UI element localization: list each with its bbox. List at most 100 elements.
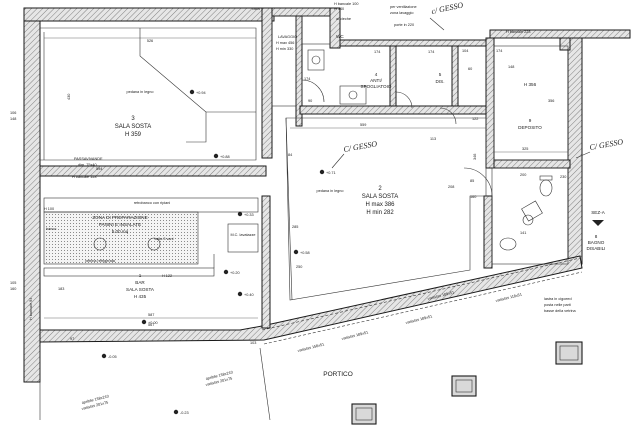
elevation-markers: +0.94 +0.88 +0.71 +0.33 +0.20 +0.40 +0.5…: [101, 89, 336, 415]
dim-174c: 174: [304, 77, 310, 81]
room-8: 8 BAGNO DISABILI SEZ-A 200 85: [463, 167, 606, 265]
portico: PORTICO: [39, 341, 583, 425]
dim-174a: 174: [374, 50, 380, 54]
dim-122: 122: [472, 117, 478, 121]
dim-346: 346: [473, 154, 477, 160]
svg-text:-0.23: -0.23: [180, 411, 189, 415]
elevation-e033: +0.33: [237, 211, 254, 217]
room-2-hmin: H min 282: [366, 210, 394, 216]
elevation-e058: +0.58: [293, 249, 310, 255]
dim-104: 104: [462, 49, 468, 53]
dim-84: 84: [288, 153, 292, 157]
dim-97: 97: [70, 337, 74, 341]
column: [555, 341, 583, 365]
dim-594: 594: [96, 167, 102, 171]
dim-160b: 160: [470, 195, 476, 199]
dim-90: 90: [308, 99, 312, 103]
passavivande-dim: dim. 75x40: [78, 163, 97, 167]
svg-text:+0.94: +0.94: [196, 91, 206, 95]
room-5: 5 DIS.: [436, 72, 457, 125]
banco-lavaggio-label: H bancale 100: [334, 2, 359, 6]
room-2-hmax: H max 386: [365, 202, 395, 208]
h100-label: H 100: [44, 207, 54, 211]
elevation-e071: +0.71: [319, 169, 336, 175]
dim-559: 559: [360, 123, 366, 127]
dim-85: 85: [470, 179, 474, 183]
zona-line2: PANINI E INSALATE: [99, 222, 141, 227]
note-cgesso-mid: C/ GESSO: [343, 139, 378, 154]
opening-6: vasistas 189x51: [341, 331, 368, 341]
dim-60: 60: [468, 67, 472, 71]
column: [451, 375, 477, 397]
lavaggio-hmax: H max 456: [276, 41, 294, 45]
elevation-e023: -0.23: [173, 409, 189, 415]
room-3-floor: pedana in legno: [126, 90, 153, 94]
h-bancale-94: H bancale 94: [29, 298, 33, 320]
portico-label: PORTICO: [323, 371, 353, 378]
opening-2: apribile 158x210: [205, 370, 233, 381]
dim-208: 208: [448, 185, 454, 189]
dim-567: 567: [148, 323, 154, 327]
gas-label: GAS: [252, 7, 260, 11]
dim-356: 356: [548, 99, 554, 103]
dim-526: 526: [147, 39, 153, 43]
room-1-number: 1: [139, 273, 142, 278]
room-9: 9 DEPOSITO H 356 H bancale 223 148 325: [493, 30, 569, 161]
section-marker-icon: [592, 220, 604, 226]
basse-label: basse della vetrina: [544, 309, 577, 313]
room-3-height: H 359: [125, 132, 142, 138]
room-8-number: 8: [595, 234, 598, 239]
note-cgesso-top: c/ GESSO: [431, 0, 465, 16]
dim-200: 200: [520, 173, 526, 177]
svg-text:+0.33: +0.33: [244, 213, 254, 217]
lavaggio-area: LAVAGGIO H max 456 H min 330 WC H 340 H …: [252, 2, 417, 107]
dim-105: 105: [10, 281, 16, 285]
room-1-sub: SALA SOSTA: [126, 287, 155, 292]
elevation-e094: +0.94: [189, 89, 206, 95]
svg-text:+0.20: +0.20: [230, 271, 240, 275]
dim-113: 113: [430, 137, 436, 141]
room-5-number: 5: [439, 72, 442, 77]
opening-1b: vasistas 201x75: [81, 401, 108, 411]
prep-zone: [43, 211, 199, 265]
svg-text:+0.88: +0.88: [220, 155, 230, 159]
room-3-name: SALA SOSTA: [115, 124, 152, 130]
room-9-name: DEPOSITO: [518, 125, 542, 130]
dim-103: 103: [250, 341, 256, 345]
opening-3: vasistas 158x51: [297, 343, 324, 353]
banco-label: banco: [46, 227, 56, 231]
dim-587: 587: [148, 313, 154, 317]
ventilazione-label: per ventilazione: [390, 5, 417, 9]
opening-1: apribile 158x210: [81, 394, 109, 405]
dim-230: 230: [560, 175, 566, 179]
dim-250: 250: [296, 265, 302, 269]
room-1-height: H 435: [134, 294, 147, 299]
dim-325: 325: [522, 147, 528, 151]
openings: apribile 158x210 vasistas 201x75 apribil…: [81, 257, 583, 411]
zona-lavaggio-label: zona lavaggio: [390, 11, 413, 15]
wc-label: WC: [336, 34, 344, 39]
sez-a-label: SEZ-A: [591, 210, 605, 215]
room-4-number: 4: [375, 72, 378, 77]
dim-148: 148: [508, 65, 514, 69]
dim-430: 430: [67, 94, 71, 100]
svg-text:-0.05: -0.05: [108, 355, 117, 359]
opening-5: vasistas 189x51: [427, 291, 454, 301]
elevation-e020: +0.20: [223, 269, 240, 275]
dim-148-left: 148: [10, 117, 16, 121]
exterior-walls: [23, 7, 631, 383]
room-1: ZONA DI PREPARAZIONE PANINI E INSALATE 5…: [29, 157, 259, 327]
dim-160: 160: [10, 287, 16, 291]
porta-wc-label: porte in 220: [394, 23, 414, 27]
mc-lavatazze-label: M.C. lavatazze: [230, 233, 255, 237]
dim-174d: 174: [496, 49, 502, 53]
room-2: 2 SALA SOSTA H max 386 H min 282 pedana …: [285, 117, 487, 301]
room-2-floor: pedana in legno: [316, 189, 343, 193]
svg-text:+0.58: +0.58: [300, 251, 310, 255]
room-3-number: 3: [131, 116, 135, 122]
lavaggio-hmin: H min 330: [276, 47, 293, 51]
svg-text:+0.71: +0.71: [326, 171, 336, 175]
elevation-e000: +0.00: [141, 319, 158, 325]
room-4: 4 ANTI/ SPOGLIATOIO 174 174: [339, 50, 434, 109]
